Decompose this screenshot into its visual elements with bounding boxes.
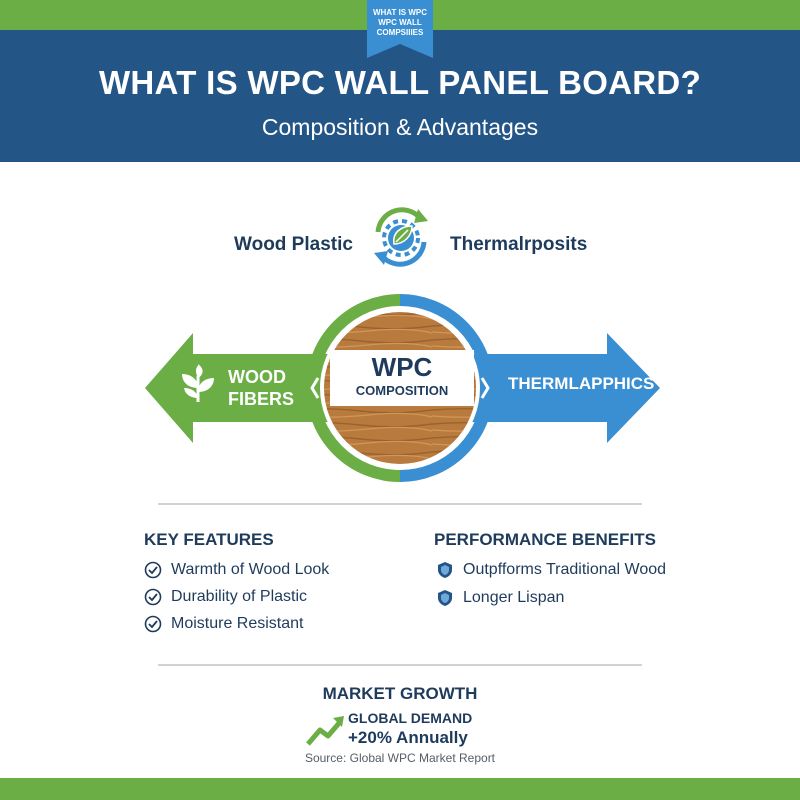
annual-growth-value: +20% Annually xyxy=(348,728,468,747)
feature-text: Warmth of Wood Look xyxy=(171,561,330,578)
thermal-composites-label: Thermalrposits xyxy=(450,234,588,255)
ribbon-text: WHAT IS WPC WPC WALL COMPSIIIES xyxy=(367,8,433,38)
thermoplastics-label: THERMLAPPHICS xyxy=(508,374,655,393)
shield-icon xyxy=(438,562,452,578)
page-subtitle: Composition & Advantages xyxy=(261,114,539,140)
global-demand-label: GLOBAL DEMAND xyxy=(348,710,473,726)
ribbon-line-2: WPC WALL xyxy=(378,18,422,27)
header-banner xyxy=(0,30,800,162)
ribbon-line-1: WHAT IS WPC xyxy=(372,8,428,17)
divider-bottom xyxy=(158,664,642,666)
benefit-item: Outpfforms Traditional Wood xyxy=(436,561,666,579)
benefit-text: Longer Lispan xyxy=(463,589,565,606)
ribbon-badge xyxy=(367,0,433,58)
market-growth-title: MARKET GROWTH xyxy=(322,684,478,703)
center-label-band xyxy=(330,350,474,406)
center-wpc-title: WPC xyxy=(371,352,433,382)
feature-text: Moisture Resistant xyxy=(171,615,304,632)
left-chevron-icon xyxy=(310,377,320,399)
source-note: Source: Global WPC Market Report xyxy=(304,751,496,765)
plant-icon xyxy=(182,364,214,402)
growth-arrow-icon xyxy=(306,716,344,746)
center-composition-label: COMPOSITION xyxy=(355,383,449,398)
right-chevron-icon xyxy=(480,377,490,399)
performance-benefits-heading: PERFORMANCE BENEFITS xyxy=(434,530,656,549)
page-title: WHAT IS WPC WALL PANEL BOARD? xyxy=(98,64,702,101)
check-circle-icon xyxy=(144,561,162,579)
wood-plastic-label: Wood Plastic xyxy=(234,234,353,255)
feature-item: Warmth of Wood Look xyxy=(144,561,329,579)
feature-item: Moisture Resistant xyxy=(144,615,304,633)
feature-text: Durability of Plastic xyxy=(171,588,308,605)
feature-item: Durability of Plastic xyxy=(144,588,307,606)
benefit-item: Longer Lispan xyxy=(436,589,564,607)
wood-fibers-line-1: WOOD xyxy=(228,367,286,387)
check-circle-icon xyxy=(144,588,162,606)
ribbon-line-3: COMPSIIIES xyxy=(376,28,424,37)
wood-fibers-line-2: FIBERS xyxy=(228,389,295,409)
shield-icon xyxy=(438,590,452,606)
divider-top xyxy=(158,503,642,505)
wood-fibers-label: WOOD FIBERS xyxy=(228,366,294,410)
key-features-heading: KEY FEATURES xyxy=(144,530,274,549)
recycle-leaf-gear-icon xyxy=(374,207,428,267)
check-circle-icon xyxy=(144,615,162,633)
benefit-text: Outpfforms Traditional Wood xyxy=(463,561,667,578)
bottom-accent-strip xyxy=(0,778,800,800)
wood-fibers-arrow xyxy=(145,333,335,443)
thermoplastics-arrow xyxy=(465,333,660,443)
